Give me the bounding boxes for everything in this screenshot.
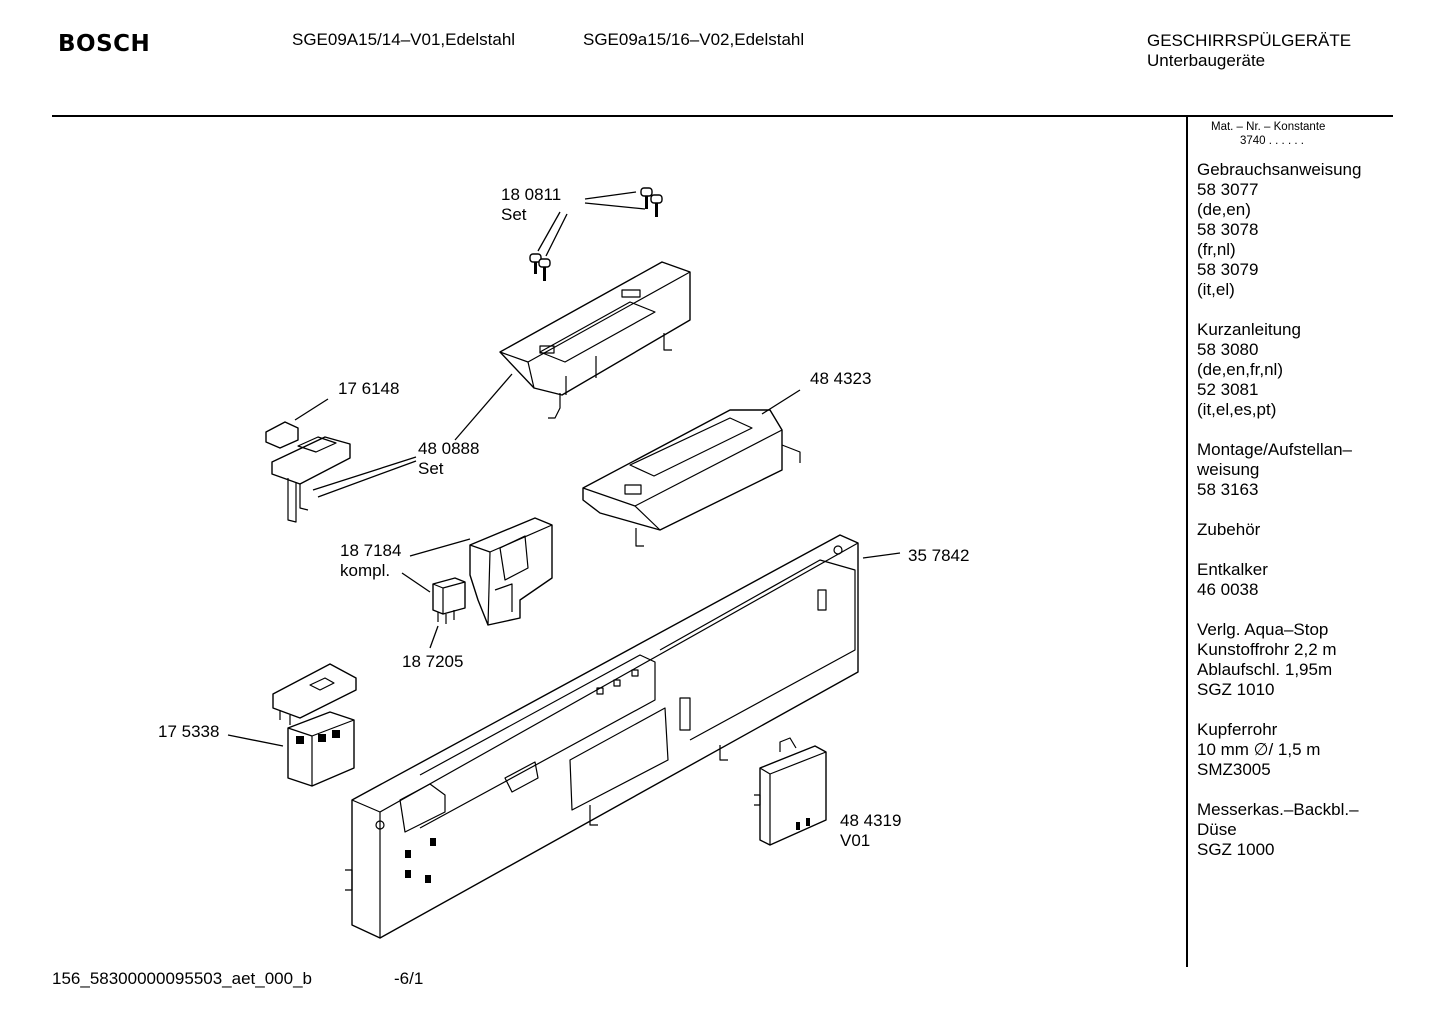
main-control-panel-part <box>345 534 859 939</box>
small-relay-part <box>432 577 466 624</box>
part-number: 48 4319 <box>840 811 902 830</box>
sidebar-line: 52 3081 <box>1197 380 1259 399</box>
part-note: kompl. <box>340 561 391 580</box>
sidebar-line: Ablaufschl. 1,95m <box>1197 660 1333 679</box>
sidebar-line: Düse <box>1197 820 1237 839</box>
part-484319-label: 48 4319 V01 <box>840 811 901 851</box>
sidebar-line: Entkalker <box>1197 560 1268 579</box>
sidebar-line: SMZ3005 <box>1197 760 1271 779</box>
sidebar-line: SGZ 1000 <box>1197 840 1275 859</box>
sidebar-line: Kupferrohr <box>1197 720 1278 739</box>
sidebar-line: (it,el) <box>1197 280 1235 299</box>
bosch-logo: BOSCH <box>58 31 151 57</box>
sidebar-line: (it,el,es,pt) <box>1197 400 1277 419</box>
sidebar-line: weisung <box>1197 460 1260 479</box>
model-label-2: SGE09a15/16–V02,Edelstahl <box>583 30 805 49</box>
sidebar-line: Kurzanleitung <box>1197 320 1301 339</box>
sidebar-line: Verlg. Aqua–Stop <box>1197 620 1329 639</box>
sidebar-line: Gebrauchsanweisung <box>1197 160 1362 179</box>
sidebar-line: 10 mm ∅/ 1,5 m <box>1197 740 1321 759</box>
sidebar-line: SGZ 1010 <box>1197 680 1275 699</box>
category-title: GESCHIRRSPÜLGERÄTE <box>1147 31 1352 50</box>
part-180811-label: 18 0811 Set <box>501 185 561 225</box>
accessories-sidebar: Gebrauchsanweisung 58 3077 (de,en) 58 30… <box>1197 160 1427 880</box>
part-480888-label: 48 0888 Set <box>418 439 479 479</box>
sidebar-line: (fr,nl) <box>1197 240 1236 259</box>
sidebar-line: 58 3163 <box>1197 480 1259 499</box>
connector-block-part <box>272 663 357 787</box>
part-number: 18 7184 <box>340 541 402 560</box>
part-187184-label: 18 7184 kompl. <box>340 541 401 581</box>
sidebar-line: Montage/Aufstellan– <box>1197 440 1352 459</box>
part-note: Set <box>501 205 527 224</box>
electronic-module-part <box>582 409 801 547</box>
sidebar-line: 58 3078 <box>1197 220 1259 239</box>
sidebar-line: 58 3079 <box>1197 260 1259 279</box>
sidebar-line: Zubehör <box>1197 520 1261 539</box>
sidebar-group-aquastop: Verlg. Aqua–Stop Kunstoffrohr 2,2 m Abla… <box>1197 620 1427 700</box>
sidebar-line: Kunstoffrohr 2,2 m <box>1197 640 1337 659</box>
sidebar-group-manual: Gebrauchsanweisung 58 3077 (de,en) 58 30… <box>1197 160 1427 300</box>
mat-nr-value: 3740 . . . . . . <box>1240 135 1304 147</box>
control-housing-part <box>499 261 691 419</box>
part-note: Set <box>418 459 444 478</box>
sidebar-group-accessories: Zubehör <box>1197 520 1427 540</box>
sidebar-group-quickguide: Kurzanleitung 58 3080 (de,en,fr,nl) 52 3… <box>1197 320 1427 420</box>
page-number: -6/1 <box>394 969 424 988</box>
part-number: 48 0888 <box>418 439 480 458</box>
mat-nr-label: Mat. – Nr. – Konstante <box>1211 121 1326 133</box>
sidebar-group-copper-pipe: Kupferrohr 10 mm ∅/ 1,5 m SMZ3005 <box>1197 720 1427 780</box>
sidebar-line: 58 3080 <box>1197 340 1259 359</box>
sidebar-line: 58 3077 <box>1197 180 1259 199</box>
sidebar-line: Messerkas.–Backbl.– <box>1197 800 1359 819</box>
document-id: 156_58300000095503_aet_000_b <box>52 969 312 988</box>
part-175338-label: 17 5338 <box>158 722 220 741</box>
control-board-part <box>754 737 827 846</box>
sidebar-line: (de,en,fr,nl) <box>1197 360 1283 379</box>
subcategory-title: Unterbaugeräte <box>1147 51 1266 70</box>
part-187205-label: 18 7205 <box>402 652 464 671</box>
part-note: V01 <box>840 831 871 850</box>
sidebar-group-nozzle: Messerkas.–Backbl.– Düse SGZ 1000 <box>1197 800 1427 860</box>
model-label-1: SGE09A15/14–V01,Edelstahl <box>292 30 516 49</box>
part-484323-label: 48 4323 <box>810 369 872 388</box>
part-176148-label: 17 6148 <box>338 379 400 398</box>
switch-assembly-part <box>469 517 553 626</box>
sidebar-line: (de,en) <box>1197 200 1251 219</box>
bracket-part <box>265 421 351 523</box>
sidebar-group-descaler: Entkalker 46 0038 <box>1197 560 1427 600</box>
screw-set-part <box>529 187 663 281</box>
sidebar-group-installation: Montage/Aufstellan– weisung 58 3163 <box>1197 440 1427 500</box>
part-number: 18 0811 <box>501 185 562 204</box>
part-357842-label: 35 7842 <box>908 546 970 565</box>
sidebar-line: 46 0038 <box>1197 580 1259 599</box>
